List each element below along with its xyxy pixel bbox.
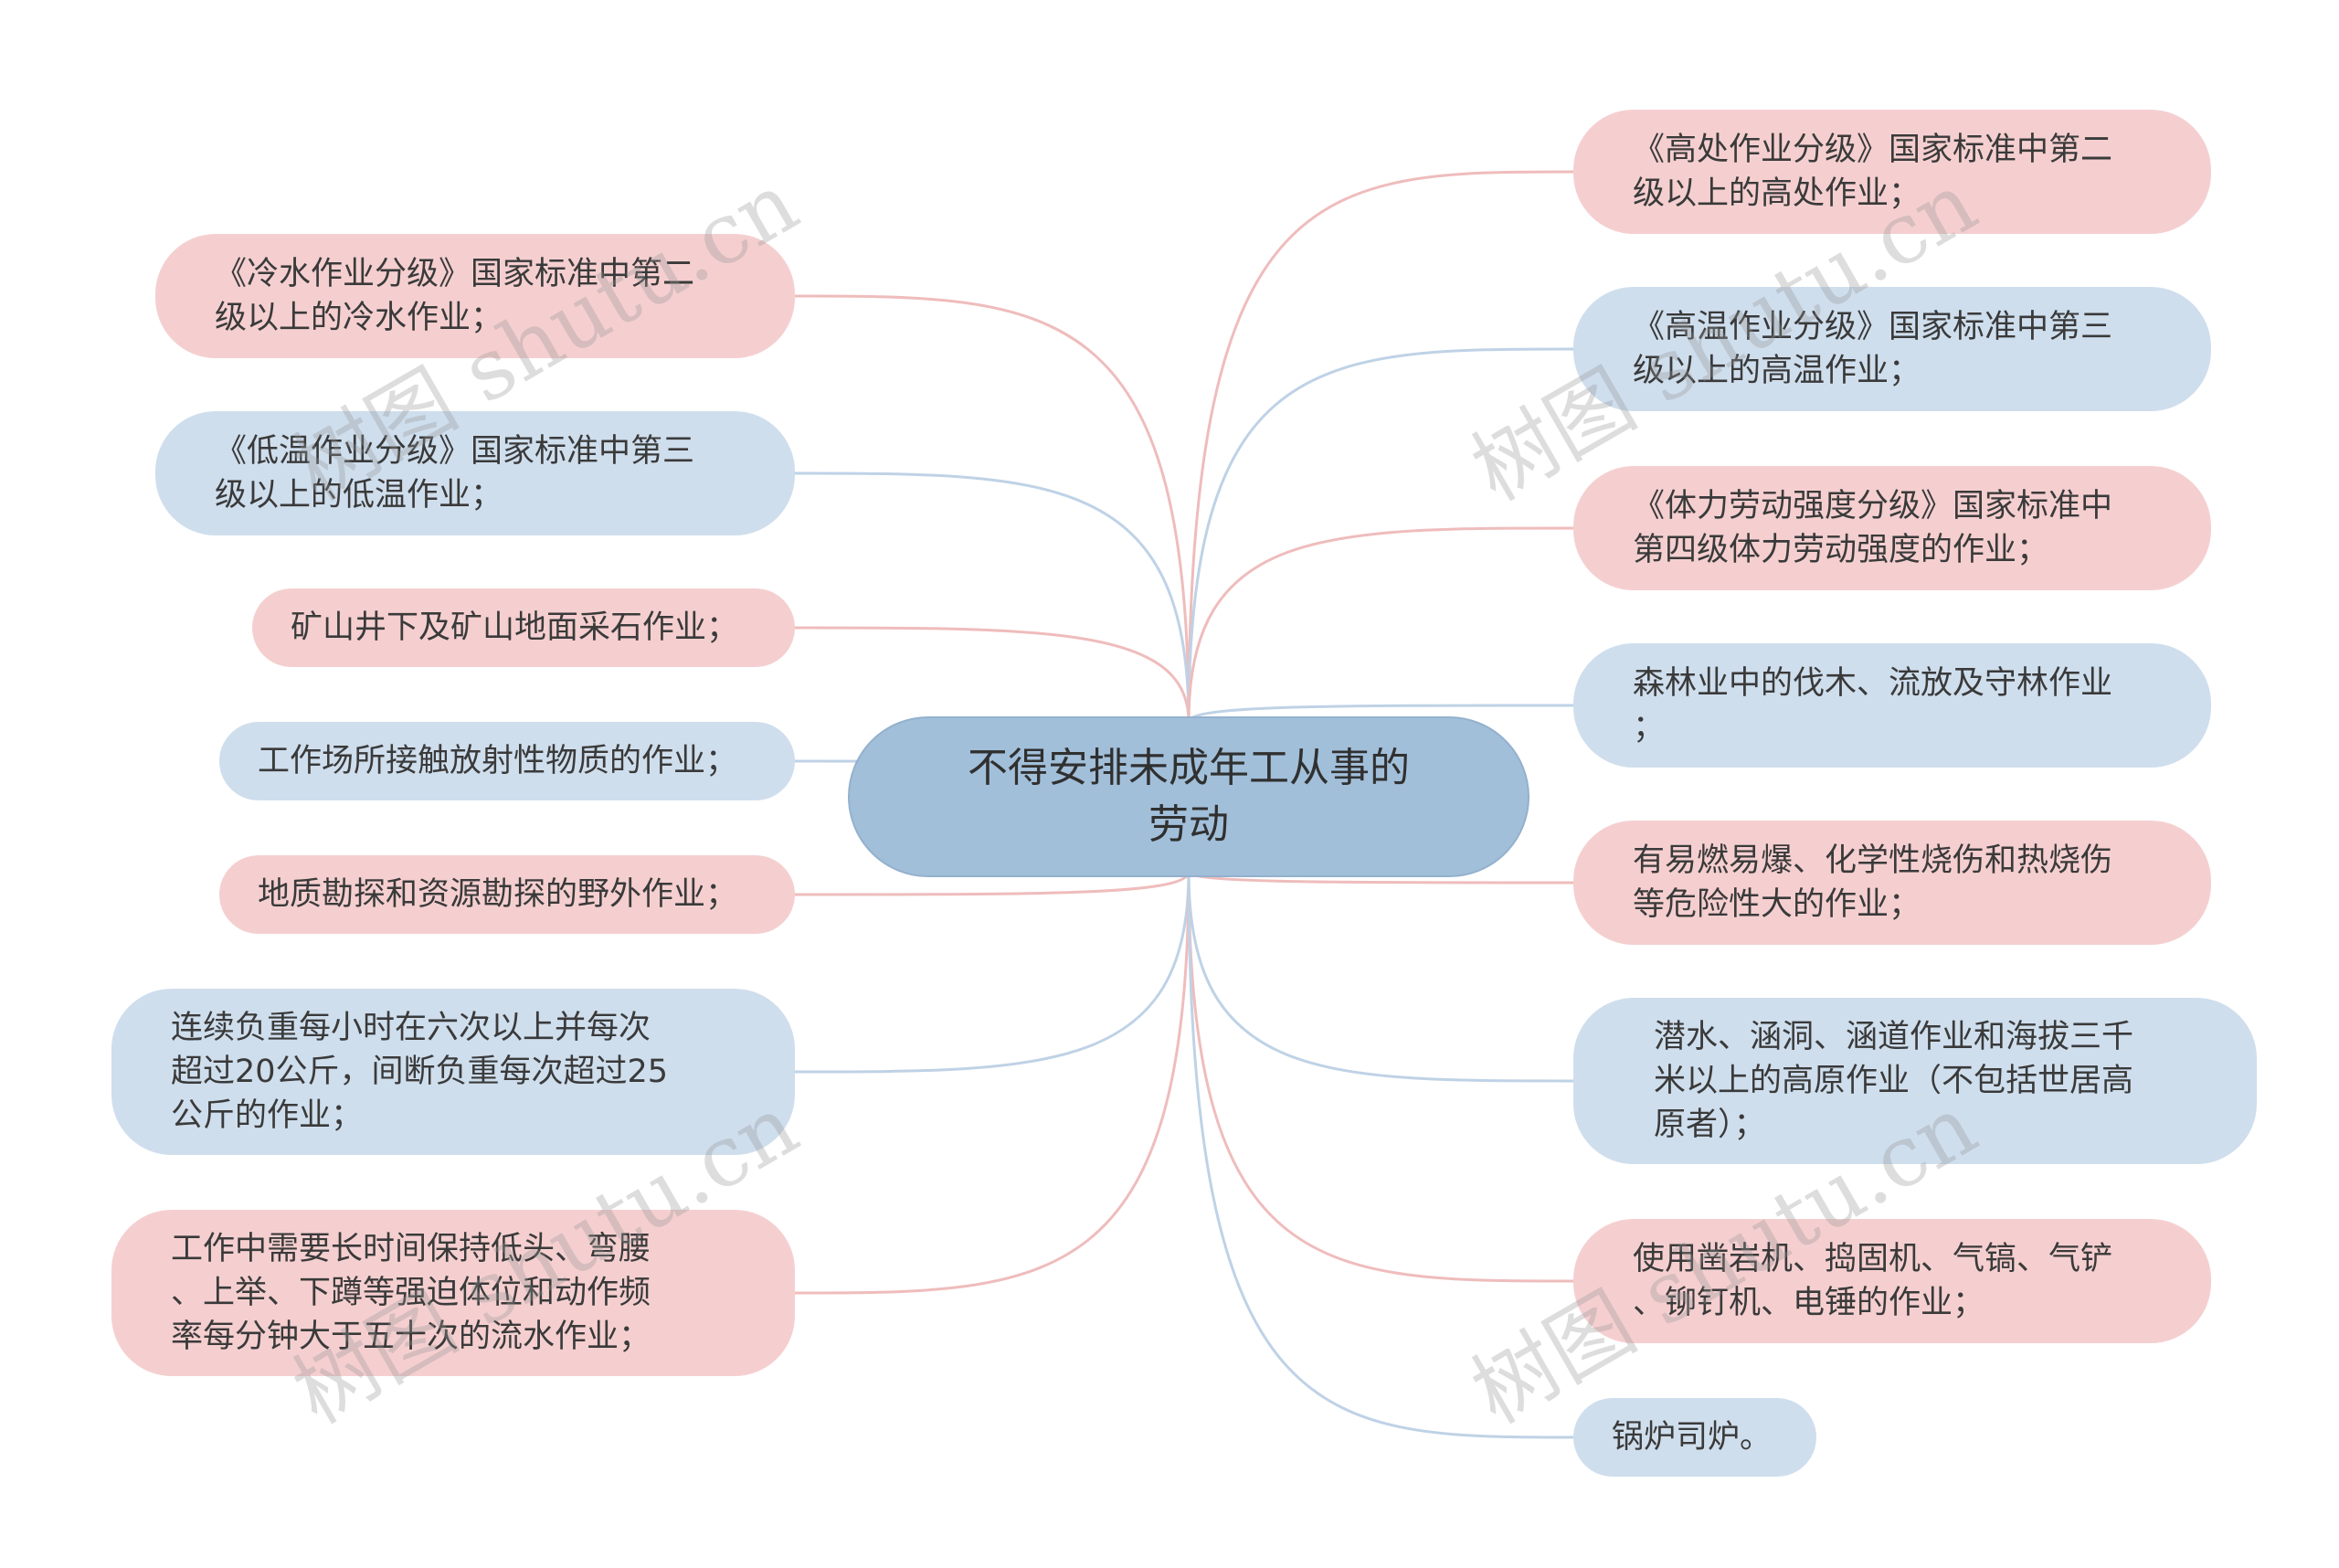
left-node-1-line-1: 《冷水作业分级》国家标准中第二 <box>215 256 695 292</box>
left-node-3-line-1: 矿山井下及矿山地面采石作业； <box>291 609 739 646</box>
connector-left-left-node-mining <box>794 626 1191 723</box>
left-node-assembly-line[interactable]: 工作中需要长时间保持低头、弯腰 、上举、下蹲等强迫体位和动作频 率每分钟大于五十… <box>111 1210 795 1376</box>
left-node-6-line-3: 公斤的作业； <box>171 1097 364 1134</box>
right-node-3-line-1: 《体力劳动强度分级》国家标准中 <box>1633 488 2113 524</box>
connector-right-right-node-diving-plateau <box>1187 871 1574 1083</box>
right-node-4-line-2: ； <box>1633 709 1666 746</box>
connector-left-left-node-assembly-line <box>794 871 1191 1295</box>
right-node-5-line-1: 有易燃易爆、化学性烧伤和热烧伤 <box>1633 842 2113 879</box>
connector-left-left-node-heavy-lifting <box>794 871 1191 1074</box>
right-node-2-line-2: 级以上的高温作业； <box>1633 353 1921 389</box>
left-node-2-line-1: 《低温作业分级》国家标准中第三 <box>215 433 695 470</box>
right-node-power-tools[interactable]: 使用凿岩机、捣固机、气镐、气铲 、铆钉机、电锤的作业； <box>1573 1219 2211 1343</box>
right-node-3-line-2: 第四级体力劳动强度的作业； <box>1633 532 2049 568</box>
left-node-radioactive[interactable]: 工作场所接触放射性物质的作业； <box>219 722 795 800</box>
connector-right-right-node-power-tools <box>1187 871 1574 1283</box>
right-node-4-line-1: 森林业中的伐木、流放及守林作业 <box>1633 665 2113 702</box>
connector-left-left-node-geological-survey <box>794 871 1191 896</box>
left-node-heavy-lifting[interactable]: 连续负重每小时在六次以上并每次 超过20公斤，间断负重每次超过25 公斤的作业； <box>111 989 795 1155</box>
right-node-7-line-1: 使用凿岩机、捣固机、气镐、气铲 <box>1633 1241 2113 1277</box>
center-topic-line-1: 不得安排未成年工从事的 <box>968 745 1410 791</box>
right-node-flammable-explosive[interactable]: 有易燃易爆、化学性烧伤和热烧伤 等危险性大的作业； <box>1573 821 2211 945</box>
right-node-height-work[interactable]: 《高处作业分级》国家标准中第二 级以上的高处作业； <box>1573 110 2211 234</box>
center-topic-line-2: 劳动 <box>1148 801 1229 848</box>
left-node-2-line-2: 级以上的低温作业； <box>215 477 503 514</box>
connector-right-right-node-boiler-operator <box>1187 871 1574 1439</box>
left-node-mining[interactable]: 矿山井下及矿山地面采石作业； <box>252 588 795 667</box>
right-node-forestry[interactable]: 森林业中的伐木、流放及守林作业 ； <box>1573 643 2211 768</box>
left-node-4-line-1: 工作场所接触放射性物质的作业； <box>258 743 738 779</box>
right-node-6-line-2: 米以上的高原作业（不包括世居高 <box>1654 1063 2134 1099</box>
connector-right-right-node-physical-labor <box>1187 526 1574 723</box>
right-node-1-line-2: 级以上的高处作业； <box>1633 175 1921 212</box>
left-node-7-line-2: 、上举、下蹲等强迫体位和动作频 <box>171 1275 651 1311</box>
connector-right-right-node-height-work <box>1187 170 1574 723</box>
right-node-6-line-1: 潜水、涵洞、涵道作业和海拔三千 <box>1654 1019 2134 1055</box>
left-node-1-line-2: 级以上的冷水作业； <box>215 300 503 336</box>
right-node-1-line-1: 《高处作业分级》国家标准中第二 <box>1633 132 2113 168</box>
connector-right-right-node-forestry <box>1187 704 1574 723</box>
right-node-5-line-2: 等危险性大的作业； <box>1633 886 1921 923</box>
center-topic-node[interactable]: 不得安排未成年工从事的 劳动 <box>848 716 1529 877</box>
connector-left-left-node-low-temperature <box>794 471 1191 723</box>
right-node-diving-plateau[interactable]: 潜水、涵洞、涵道作业和海拔三千 米以上的高原作业（不包括世居高 原者）； <box>1573 998 2257 1164</box>
left-node-cold-water[interactable]: 《冷水作业分级》国家标准中第二 级以上的冷水作业； <box>155 234 795 358</box>
connector-right-right-node-high-temperature <box>1187 347 1574 723</box>
right-node-physical-labor[interactable]: 《体力劳动强度分级》国家标准中 第四级体力劳动强度的作业； <box>1573 466 2211 590</box>
right-node-high-temperature[interactable]: 《高温作业分级》国家标准中第三 级以上的高温作业； <box>1573 287 2211 411</box>
connector-left-left-node-cold-water <box>794 294 1191 723</box>
left-node-7-line-1: 工作中需要长时间保持低头、弯腰 <box>171 1231 651 1267</box>
left-node-low-temperature[interactable]: 《低温作业分级》国家标准中第三 级以上的低温作业； <box>155 411 795 535</box>
left-node-5-line-1: 地质勘探和资源勘探的野外作业； <box>258 876 738 913</box>
right-node-2-line-1: 《高温作业分级》国家标准中第三 <box>1633 309 2113 345</box>
right-node-7-line-2: 、铆钉机、电锤的作业； <box>1633 1285 1985 1321</box>
right-node-6-line-3: 原者）； <box>1654 1107 1766 1143</box>
right-node-8-line-1: 锅炉司炉。 <box>1612 1419 1773 1456</box>
left-node-6-line-1: 连续负重每小时在六次以上并每次 <box>171 1010 651 1046</box>
left-node-geological-survey[interactable]: 地质勘探和资源勘探的野外作业； <box>219 855 795 934</box>
left-node-7-line-3: 率每分钟大于五十次的流水作业； <box>171 1319 651 1355</box>
right-node-boiler-operator[interactable]: 锅炉司炉。 <box>1573 1398 1816 1477</box>
left-node-6-line-2: 超过20公斤，间断负重每次超过25 <box>171 1054 669 1090</box>
